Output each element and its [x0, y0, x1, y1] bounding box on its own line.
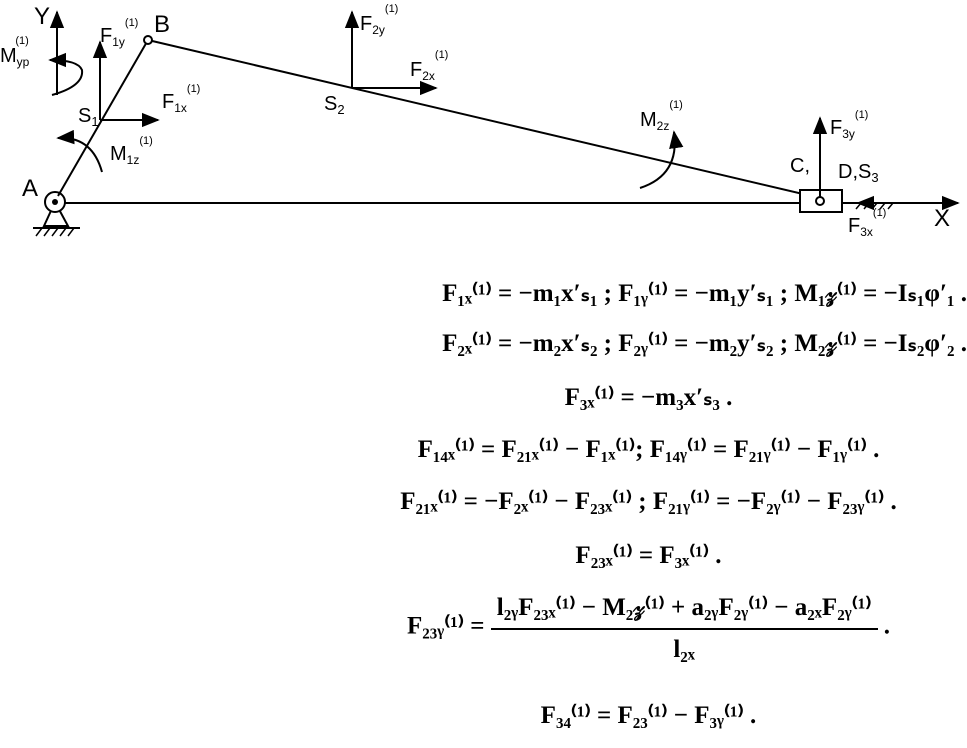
label-c: C,: [790, 155, 810, 177]
mechanism-diagram: Y X A B S1 S2 C, D,S3 Myp(1) F1y(1) F1x(…: [0, 3, 960, 239]
equation-7-denominator: l₂ₓ: [673, 636, 695, 663]
equation-7-end: .: [883, 612, 891, 640]
equation-7-numerator: l₂ᵧF₂₃ₓ⁽¹⁾ − M₂𝓏⁽¹⁾ + a₂ᵧF₂ᵧ⁽¹⁾ − a₂ₓF₂ᵧ…: [490, 592, 878, 630]
label-f3x: F3x(1): [848, 207, 886, 239]
m1z-arrow: [56, 129, 103, 173]
label-m1z: M1z(1): [110, 135, 153, 167]
equation-3: F₃ₓ⁽¹⁾ = −m₃x′ₛ₃ .: [564, 384, 733, 411]
label-myp: Myp(1): [0, 35, 30, 69]
ground-support-a: [33, 191, 80, 237]
equation-4: F₁₄ₓ⁽¹⁾ = F₂₁ₓ⁽¹⁾ − F₁ₓ⁽¹⁾; F₁₄ᵧ⁽¹⁾ = F₂…: [417, 436, 880, 463]
label-d-s3: D,S3: [838, 161, 879, 185]
equation-5: F₂₁ₓ⁽¹⁾ = −F₂ₓ⁽¹⁾ − F₂₃ₓ⁽¹⁾ ; F₂₁ᵧ⁽¹⁾ = …: [400, 488, 897, 515]
label-x: X: [934, 205, 950, 232]
label-m2z: M2z(1): [640, 99, 683, 133]
m2z-arrow: [639, 130, 684, 189]
joint-b: [143, 35, 153, 45]
equation-1: F₁ₓ⁽¹⁾ = −m₁x′ₛ₁ ; F₁ᵧ⁽¹⁾ = −m₁y′ₛ₁ ; M₁…: [442, 280, 967, 307]
label-f2y: F2y(1): [360, 3, 398, 37]
myp-arrow: [48, 52, 84, 96]
label-y: Y: [34, 3, 50, 30]
label-s1: S1: [78, 105, 99, 129]
equation-7-fraction: l₂ᵧF₂₃ₓ⁽¹⁾ − M₂𝓏⁽¹⁾ + a₂ᵧF₂ᵧ⁽¹⁾ − a₂ₓF₂ᵧ…: [490, 592, 878, 664]
link-ab: [57, 39, 149, 197]
label-f2x: F2x(1): [410, 49, 448, 83]
equation-2: F₂ₓ⁽¹⁾ = −m₂x′ₛ₂ ; F₂ᵧ⁽¹⁾ = −m₂y′ₛ₂ ; M₂…: [442, 330, 967, 357]
link-bc: [147, 39, 821, 199]
label-b: B: [154, 11, 170, 38]
label-a: A: [22, 175, 38, 202]
label-f1x: F1x(1): [162, 83, 200, 115]
label-s2: S2: [324, 93, 345, 117]
equation-6: F₂₃ₓ⁽¹⁾ = F₃ₓ⁽¹⁾ .: [575, 542, 722, 569]
equation-8: F₃₄⁽¹⁾ = F₂₃⁽¹⁾ − F₃ᵧ⁽¹⁾ .: [540, 702, 757, 729]
equation-7-lhs: F₂₃ᵧ⁽¹⁾ =: [406, 612, 485, 640]
label-f3y: F3y(1): [830, 109, 868, 141]
label-f1y: F1y(1): [100, 17, 138, 49]
equation-7: F₂₃ᵧ⁽¹⁾ = l₂ᵧF₂₃ₓ⁽¹⁾ − M₂𝓏⁽¹⁾ + a₂ᵧF₂ᵧ⁽¹…: [330, 592, 967, 664]
